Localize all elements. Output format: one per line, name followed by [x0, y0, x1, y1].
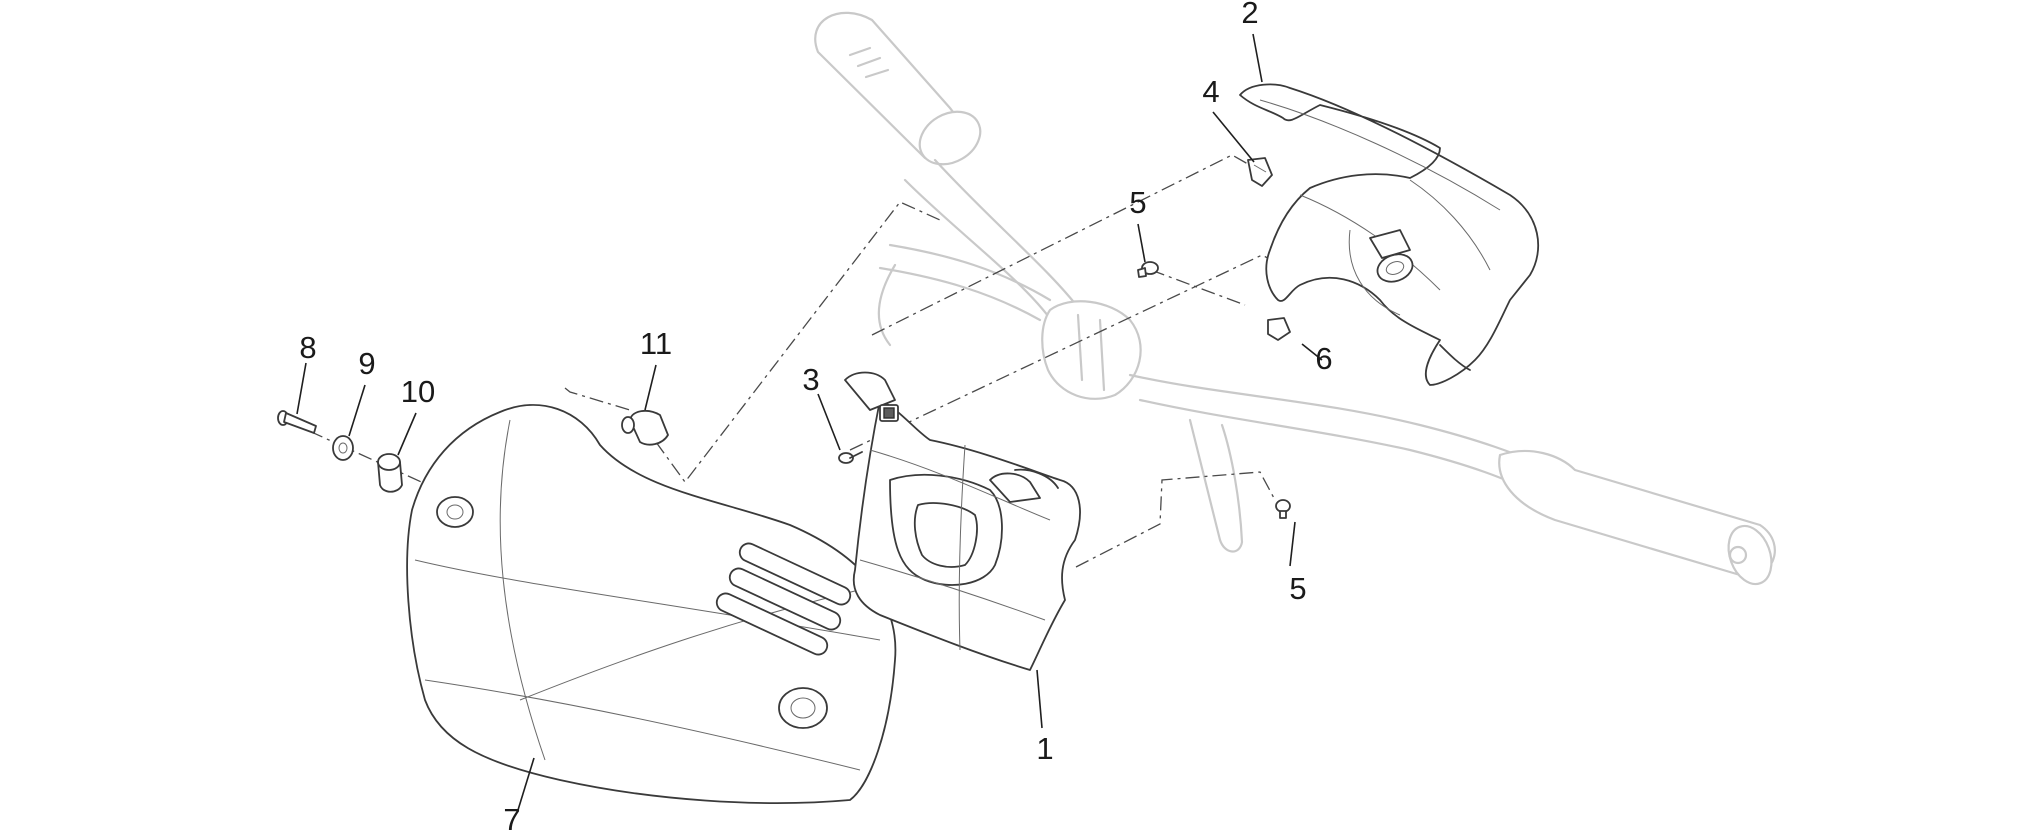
callout-10: 10 [401, 374, 435, 409]
part-4-clip [1247, 157, 1273, 187]
callout-labels: 1 2 3 4 5 5 6 7 8 9 10 11 [299, 0, 1332, 834]
callout-7: 7 [503, 802, 520, 834]
part-5-screw-lower [1275, 499, 1291, 519]
callout-4: 4 [1202, 74, 1219, 109]
part-10-spacer [377, 453, 403, 493]
callout-5b: 5 [1289, 571, 1306, 606]
part-7-front-cover [406, 404, 897, 804]
callout-3: 3 [802, 362, 819, 397]
callout-5a: 5 [1129, 185, 1146, 220]
callout-9: 9 [358, 346, 375, 381]
part-5-screw-upper [1137, 261, 1159, 278]
leader-lines [296, 33, 1323, 811]
callout-2: 2 [1241, 0, 1258, 30]
part-2-front-handlebar-cover [1239, 83, 1540, 386]
handlebar-ghost [814, 11, 1776, 586]
part-1-rear-handlebar-cover [844, 371, 1081, 671]
part-6-clip [1267, 317, 1291, 341]
part-8-screw [277, 410, 317, 434]
callout-11: 11 [640, 326, 672, 361]
part-9-washer [332, 435, 354, 461]
callout-8: 8 [299, 330, 316, 365]
part-3-screw [838, 451, 863, 464]
callout-6: 6 [1315, 341, 1332, 376]
callout-1: 1 [1036, 731, 1053, 766]
part-11-plug [621, 409, 669, 446]
